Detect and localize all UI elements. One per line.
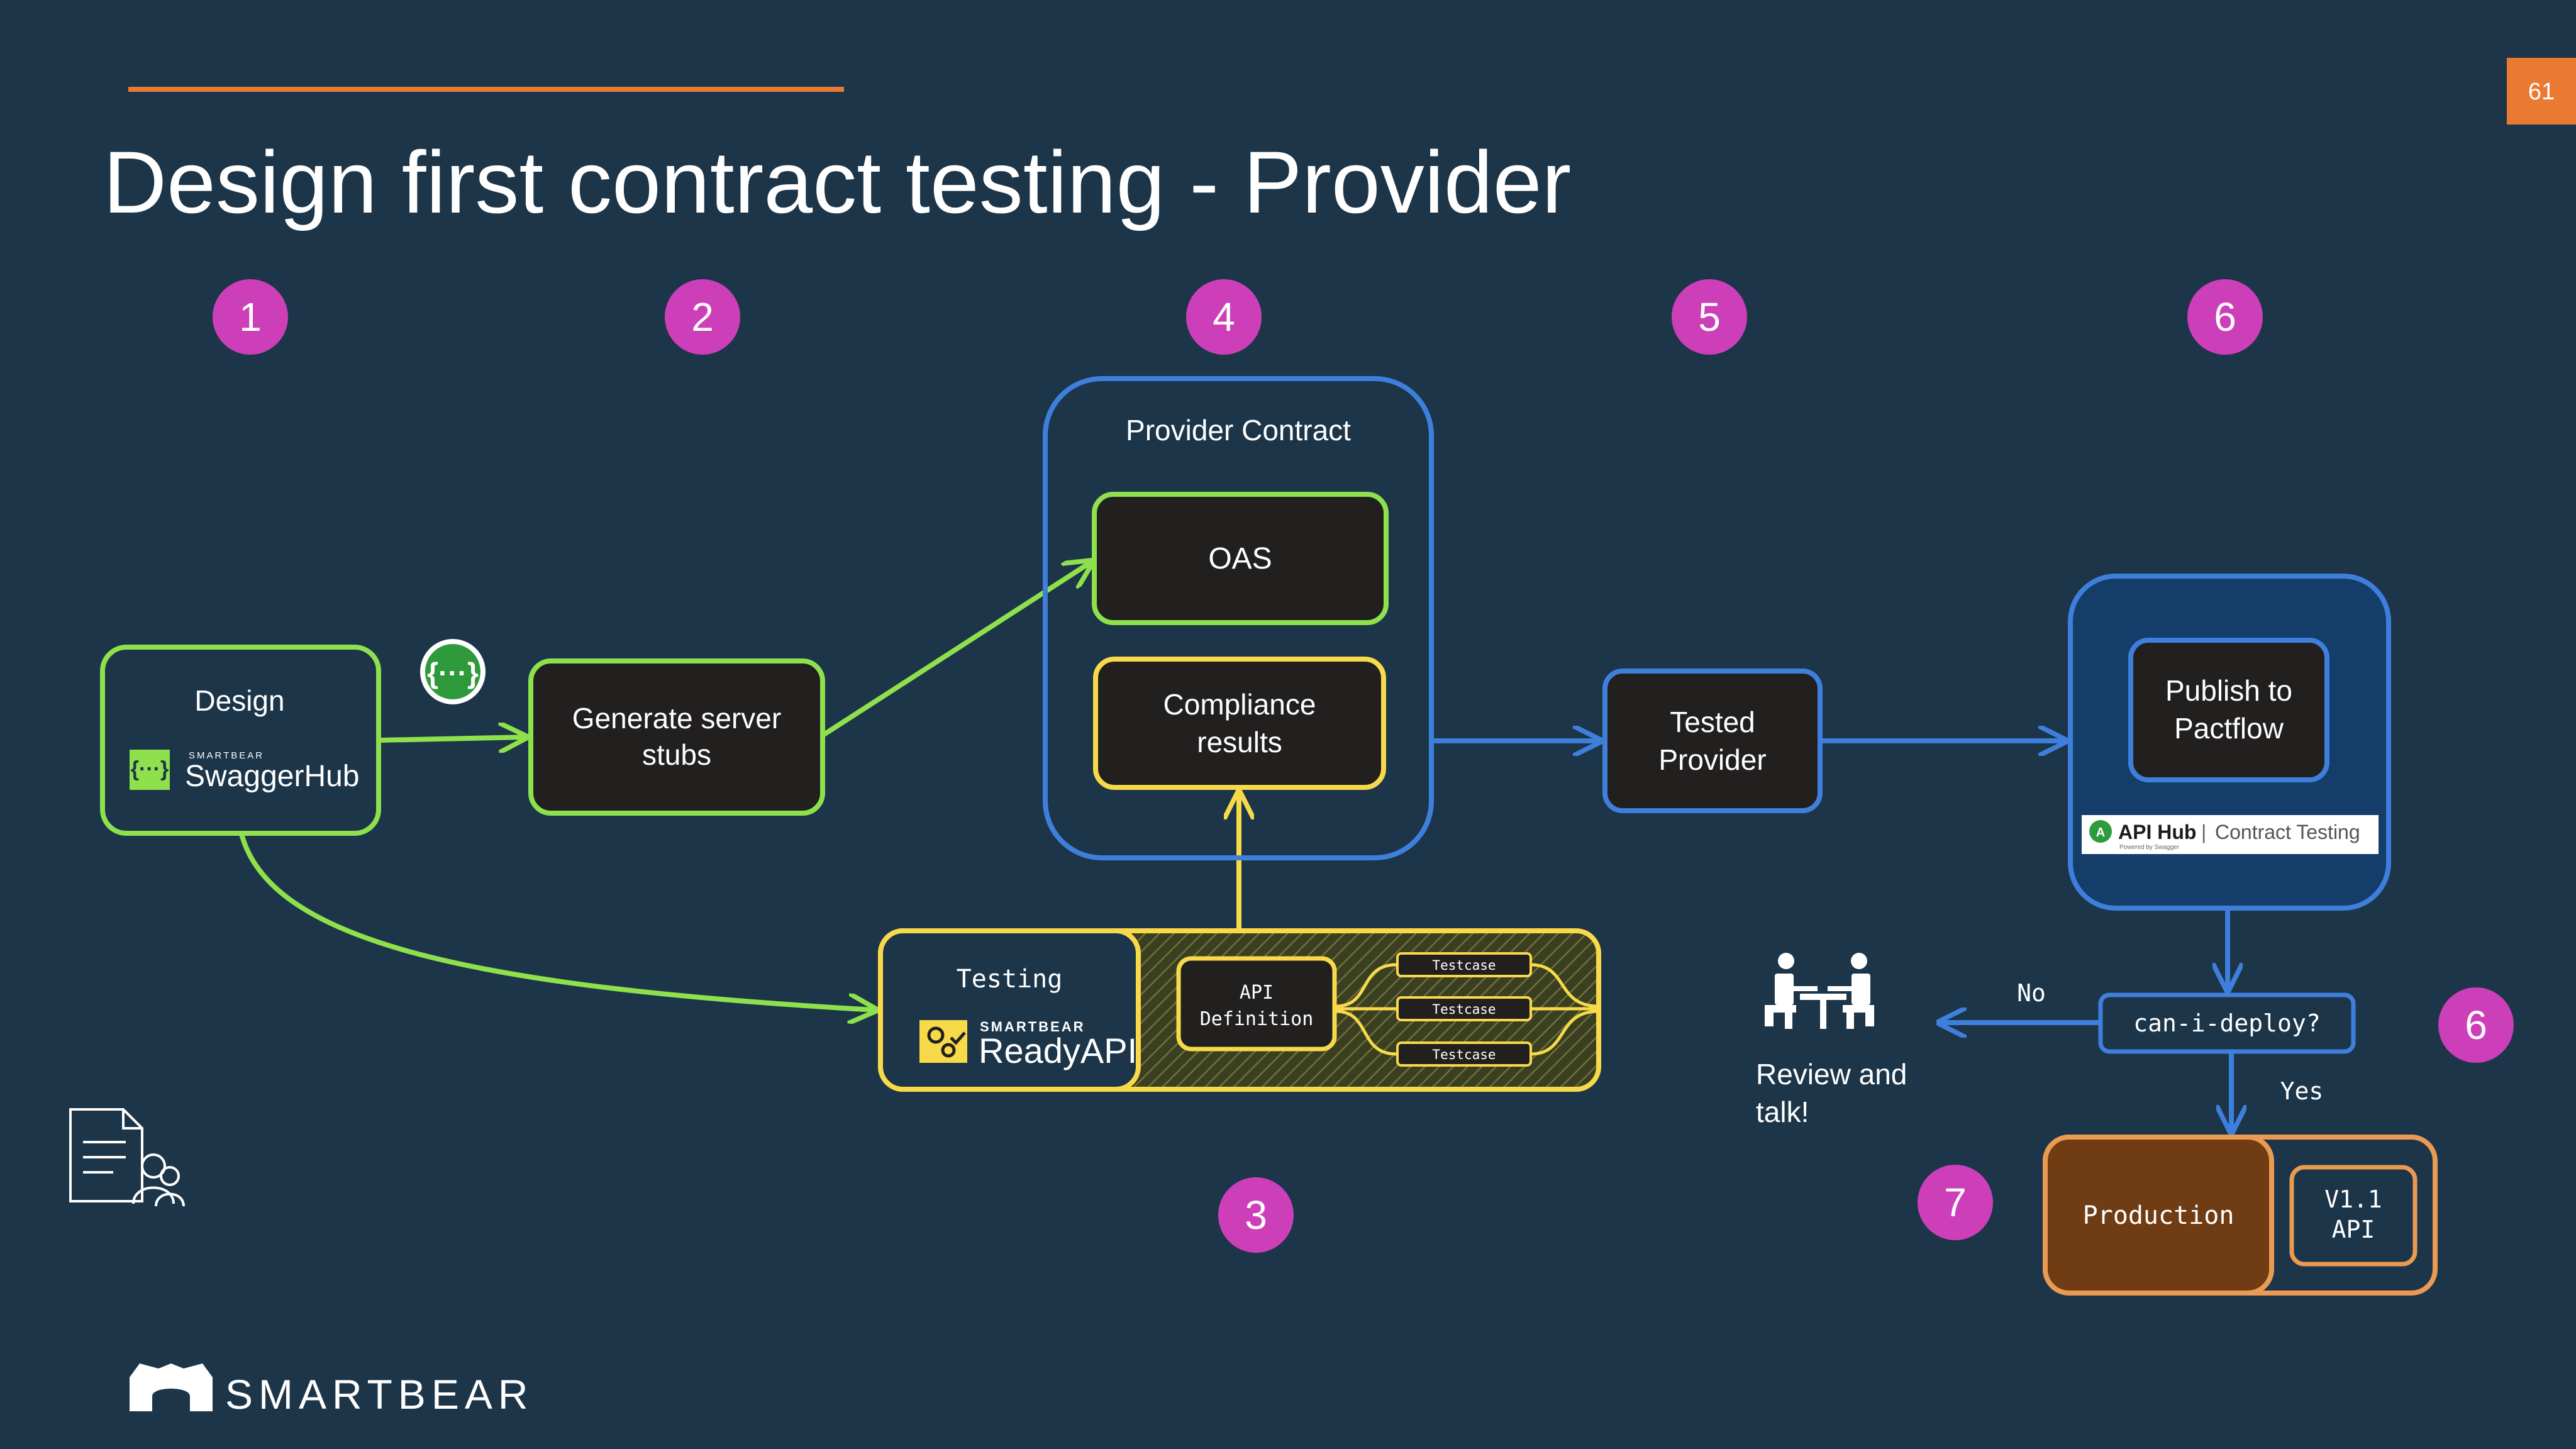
can-i-deploy-box: can-i-deploy? [2098, 992, 2356, 1054]
svg-text:1: 1 [239, 294, 262, 340]
arrow-design-to-testing [239, 833, 875, 1010]
page-title: Design first contract testing - Provider [103, 133, 1571, 231]
no-label: No [2017, 979, 2046, 1007]
svg-text:3: 3 [1245, 1192, 1267, 1238]
svg-text:Testcase: Testcase [1432, 1002, 1496, 1017]
svg-text:API: API [2332, 1216, 2375, 1243]
page-number: 61 [2528, 79, 2555, 105]
arrow-design-to-stubs [379, 737, 526, 740]
step-badge-4: 4 [1186, 279, 1262, 355]
testing-group: Testing SMARTBEAR ReadyAPI API Definitio… [878, 928, 1601, 1092]
step-badge-3: 3 [1218, 1177, 1294, 1253]
smartbear-bear-icon [130, 1363, 213, 1411]
svg-text:{···}: {···} [131, 757, 169, 781]
testing-label: Testing [957, 965, 1063, 994]
pactflow-group: Publish to Pactflow A API Hub | Contract… [2068, 574, 2391, 911]
svg-text:can-i-deploy?: can-i-deploy? [2133, 1009, 2320, 1037]
step-badge-2: 2 [665, 279, 740, 355]
oas-box: OAS [1092, 492, 1389, 625]
version-api-box: V1.1 API [2289, 1165, 2418, 1267]
swaggerhub-logo-icon: {···} [130, 750, 170, 790]
svg-text:A: A [2096, 826, 2105, 840]
svg-text:7: 7 [1944, 1180, 1967, 1225]
svg-text:Testcase: Testcase [1432, 958, 1496, 973]
meeting-people-icon [1765, 953, 1874, 1029]
svg-text:Publish to: Publish to [2165, 674, 2292, 707]
arrow-stubs-to-oas [822, 562, 1092, 737]
svg-text:Production: Production [2083, 1201, 2235, 1230]
review-line2: talk! [1756, 1096, 1809, 1128]
design-box: Design {···} SMARTBEAR SwaggerHub [100, 645, 381, 836]
step-badge-5: 5 [1672, 279, 1747, 355]
testcase-item-2: Testcase [1396, 996, 1532, 1021]
design-label: Design [194, 684, 284, 717]
svg-text:|: | [2201, 821, 2206, 843]
svg-text:{···}: {···} [427, 657, 479, 689]
svg-text:V1.1: V1.1 [2324, 1185, 2382, 1213]
svg-text:API: API [1240, 982, 1274, 1004]
tested-provider-box: Tested Provider [1602, 669, 1823, 813]
svg-text:4: 4 [1213, 294, 1235, 340]
publish-to-pactflow-box: Publish to Pactflow [2128, 638, 2329, 782]
svg-text:6: 6 [2214, 294, 2236, 340]
provider-contract-group: Provider Contract OAS Compliance results [1043, 376, 1434, 860]
svg-text:Definition: Definition [1200, 1008, 1314, 1030]
svg-text:Contract Testing: Contract Testing [2215, 821, 2360, 843]
svg-text:6: 6 [2465, 1002, 2487, 1048]
svg-text:ReadyAPI: ReadyAPI [979, 1031, 1137, 1070]
readyapi-logo-icon [919, 1020, 967, 1063]
step-badge-6-top: 6 [2187, 279, 2263, 355]
svg-text:results: results [1197, 726, 1282, 758]
svg-text:SMARTBEAR: SMARTBEAR [980, 1019, 1085, 1035]
step-badge-1: 1 [213, 279, 288, 355]
api-hub-badge: A API Hub | Contract Testing Powered by … [2082, 815, 2379, 854]
yes-label: Yes [2280, 1077, 2324, 1105]
smartbear-wordmark: SMARTBEAR [225, 1371, 534, 1418]
svg-text:OAS: OAS [1208, 542, 1272, 575]
testcase-item-3: Testcase [1396, 1041, 1532, 1067]
svg-text:stubs: stubs [642, 738, 711, 771]
svg-text:Provider: Provider [1658, 743, 1766, 776]
generate-stubs-box: Generate server stubs [528, 658, 825, 816]
svg-text:2: 2 [691, 294, 714, 340]
svg-text:Compliance: Compliance [1163, 688, 1316, 721]
testcase-connectors [1335, 963, 1599, 1056]
document-people-icon [69, 1108, 185, 1207]
review-line1: Review and [1756, 1058, 1907, 1091]
production-group: Production V1.1 API [2043, 1135, 2438, 1296]
api-definition-box: API Definition [1176, 956, 1337, 1052]
readyapi-box: Testing SMARTBEAR ReadyAPI [878, 928, 1141, 1092]
svg-text:Pactflow: Pactflow [2174, 712, 2284, 745]
svg-text:Testcase: Testcase [1432, 1047, 1496, 1062]
svg-text:5: 5 [1698, 294, 1721, 340]
production-box: Production [2043, 1135, 2274, 1296]
swaggerhub-brand: SMARTBEAR [189, 750, 264, 761]
page-number-badge: 61 [2507, 58, 2576, 125]
svg-text:API Hub: API Hub [2118, 821, 2196, 843]
provider-contract-title: Provider Contract [1126, 414, 1351, 447]
svg-text:Generate server: Generate server [572, 702, 781, 735]
swaggerhub-product: SwaggerHub [185, 760, 360, 793]
testcase-item-1: Testcase [1396, 952, 1532, 977]
step-badge-7: 7 [1918, 1165, 1993, 1240]
smartbear-logo: SMARTBEAR [130, 1363, 534, 1418]
compliance-results-box: Compliance results [1093, 657, 1386, 790]
svg-text:Powered by Swagger: Powered by Swagger [2119, 844, 2180, 851]
svg-text:Tested: Tested [1670, 706, 1755, 738]
step-badge-6-side: 6 [2438, 987, 2514, 1063]
api-hub-logo-icon [2089, 820, 2112, 843]
openapi-braces-icon: {···} [420, 639, 486, 704]
